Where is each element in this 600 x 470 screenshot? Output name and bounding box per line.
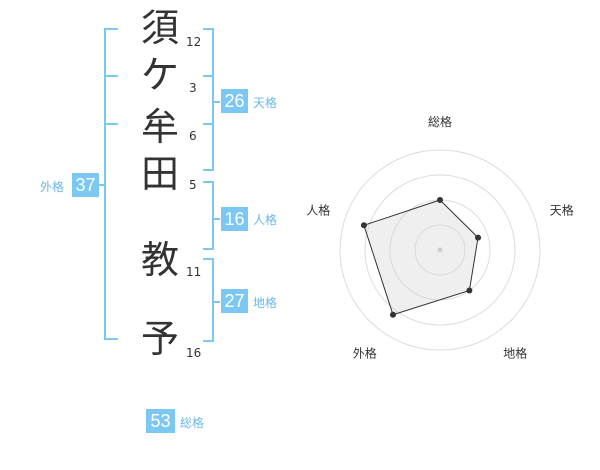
jinkaku-bracket-line <box>212 181 214 250</box>
radar-axis-label: 天格 <box>550 202 574 217</box>
radar-point <box>437 197 443 203</box>
gaikaku-connector <box>98 184 106 186</box>
name-char-2: ケ <box>140 53 179 97</box>
jinkaku-connector <box>212 218 220 220</box>
jinkaku-label: 人格 <box>253 213 278 227</box>
radar-polygon <box>363 199 479 316</box>
chikaku-badge: 27 <box>221 289 248 313</box>
chikaku-connector <box>212 301 220 303</box>
gaikaku-bracket-tick <box>104 338 118 340</box>
name-char-3: 牟 <box>140 105 179 149</box>
stroke-count-6: 16 <box>186 346 202 360</box>
gaikaku-bracket-tick <box>104 123 118 125</box>
chikaku-bracket-tick <box>203 340 214 342</box>
tenkaku-bracket-tick <box>203 28 214 30</box>
chikaku-bracket-tick <box>203 258 214 260</box>
radar-axis-label: 地格 <box>503 346 527 361</box>
radar-ring <box>364 174 516 326</box>
radar-point <box>360 222 367 229</box>
radar-point <box>475 234 482 241</box>
name-char-5: 教 <box>140 238 179 282</box>
radar-axis-label: 外格 <box>353 346 377 361</box>
stroke-count-3: 6 <box>189 129 197 143</box>
tenkaku-bracket-line <box>212 28 214 171</box>
jinkaku-bracket-tick <box>203 181 214 183</box>
jinkaku-badge: 16 <box>221 207 248 231</box>
chikaku-bracket-line <box>212 258 214 342</box>
tenkaku-bracket-tick <box>203 169 214 171</box>
stroke-count-1: 12 <box>186 35 202 49</box>
tenkaku-bracket-tick <box>203 123 214 125</box>
name-char-1: 須 <box>140 6 179 50</box>
jinkaku-bracket-tick <box>203 248 214 250</box>
radar-center <box>437 247 443 253</box>
tenkaku-label: 天格 <box>253 96 278 110</box>
stroke-count-4: 5 <box>189 178 197 192</box>
gaikaku-bracket-tick <box>104 28 118 30</box>
soukaku-badge: 53 <box>146 409 175 433</box>
chikaku-label: 地格 <box>253 296 278 310</box>
gaikaku-label: 外格 <box>40 180 65 194</box>
stroke-count-2: 3 <box>189 81 197 95</box>
gaikaku-bracket-tick <box>104 75 118 77</box>
stroke-count-5: 11 <box>186 265 202 279</box>
tenkaku-badge: 26 <box>221 89 248 113</box>
radar-point <box>466 287 473 294</box>
radar-point <box>389 311 396 318</box>
soukaku-label: 総格 <box>180 416 205 430</box>
radar-ring <box>414 224 466 276</box>
tenkaku-connector <box>212 101 220 103</box>
name-char-4: 田 <box>140 152 179 196</box>
gaikaku-badge: 37 <box>72 173 99 197</box>
name-char-6: 予 <box>140 317 179 361</box>
radar-axis-label: 総格 <box>428 114 452 129</box>
tenkaku-bracket-tick <box>203 75 214 77</box>
radar-axis-label: 人格 <box>306 202 330 217</box>
